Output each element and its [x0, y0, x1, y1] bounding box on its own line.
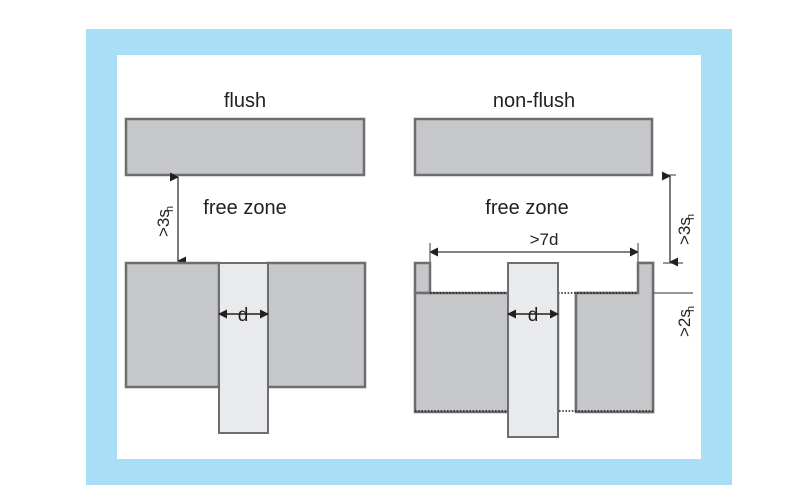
right-recess-depth-label: >2s n — [675, 306, 697, 337]
right-upper-bar — [413, 117, 654, 177]
right-gap-dimension-label: >3s n — [675, 214, 697, 245]
right-lower-block-right — [574, 261, 655, 414]
right-recess-depth-subscript: n — [685, 306, 697, 312]
left-peg-label: d — [238, 305, 249, 326]
figure-canvas: flush free zone >3s n — [117, 55, 701, 459]
left-upper-bar — [124, 117, 366, 177]
left-lower-block-left — [124, 261, 221, 389]
left-gap-dimension-value: >3s — [154, 209, 173, 237]
left-peg — [218, 262, 269, 434]
right-free-zone-label: free zone — [485, 197, 568, 219]
right-gap-dimension-subscript: n — [685, 214, 697, 220]
right-peg-label: d — [528, 305, 539, 326]
right-recess-width-label: >7d — [530, 230, 559, 249]
right-title: non-flush — [493, 90, 575, 112]
left-title: flush — [224, 90, 266, 112]
right-gap-dimension-value: >3s — [675, 217, 694, 245]
right-recess-depth-value: >2s — [675, 309, 694, 337]
right-recess-wall-left — [413, 261, 432, 295]
left-gap-dimension-label: >3s n — [154, 206, 176, 237]
technical-diagram: flush free zone >3s n — [124, 90, 697, 438]
right-diagram-group: non-flush free zone >7d — [413, 90, 697, 438]
left-gap-dimension-subscript: n — [164, 206, 176, 212]
left-diagram-group: flush free zone >3s n — [124, 90, 367, 434]
left-lower-block-right — [265, 261, 367, 389]
right-peg — [507, 262, 559, 438]
left-free-zone-label: free zone — [203, 197, 286, 219]
